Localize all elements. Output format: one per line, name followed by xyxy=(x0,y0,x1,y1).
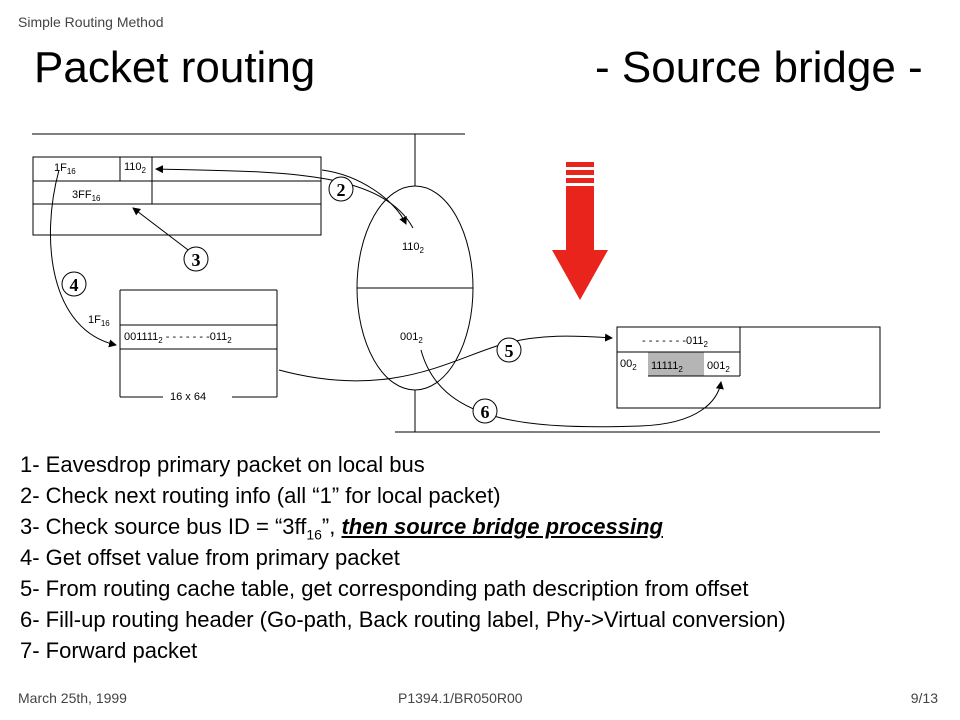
step-1: 1- Eavesdrop primary packet on local bus xyxy=(20,452,425,477)
arrow-step-2-in xyxy=(321,169,407,225)
arrow-step-3 xyxy=(132,207,197,257)
slide-subtitle: - Source bridge - xyxy=(595,43,923,92)
forward-arrow-icon xyxy=(552,162,608,300)
step-marker-6 xyxy=(472,398,498,424)
table3-left-label: 002 xyxy=(620,358,637,373)
step-7: 7- Forward packet xyxy=(20,638,198,663)
table3-cell-label: 111112 xyxy=(651,360,683,375)
table2-size-label: 16 x 64 xyxy=(170,391,207,403)
routing-table-1 xyxy=(32,156,322,236)
step-marker-6-label: 6 xyxy=(481,402,490,422)
bridge-bottom-label: 0012 xyxy=(400,331,423,346)
table2-side-label: 1F16 xyxy=(88,314,110,329)
slide-title: Packet routing xyxy=(34,43,316,92)
table2-row-value: 0011112 - - - - - - -0112 xyxy=(124,331,232,346)
step-marker-2-label: 2 xyxy=(337,180,346,200)
source-bridge-processing-emphasis: then source bridge processing xyxy=(341,514,663,539)
routing-header-table xyxy=(616,326,881,409)
step-marker-3-label: 3 xyxy=(192,250,201,270)
table1-label-1f: 1F16 xyxy=(54,162,76,177)
step-marker-5 xyxy=(496,337,522,363)
arrow-step-6 xyxy=(420,349,724,428)
bridge-portal xyxy=(356,185,474,391)
table3-row1-label: - - - - - - -0112 xyxy=(642,335,708,350)
step-marker-5-label: 5 xyxy=(505,341,514,361)
bridge-top-label: 1102 xyxy=(402,241,424,256)
step-marker-4-label: 4 xyxy=(70,275,79,295)
table1-label-3ff: 3FF16 xyxy=(72,189,101,204)
routing-cache-table xyxy=(119,289,278,398)
footer-page-number: 9/13 xyxy=(910,690,938,706)
arrow-step-5 xyxy=(278,333,613,382)
footer-document-id: P1394.1/BR050R00 xyxy=(398,690,523,706)
table1-label-110: 1102 xyxy=(124,161,146,176)
arrow-step-2 xyxy=(155,165,414,229)
step-5: 5- From routing cache table, get corresp… xyxy=(20,576,749,601)
step-marker-4 xyxy=(61,271,87,297)
section-header: Simple Routing Method xyxy=(18,14,164,30)
step-marker-3 xyxy=(183,246,209,272)
step-marker-2 xyxy=(328,176,354,202)
table3-right-label: 0012 xyxy=(707,360,730,375)
step-4: 4- Get offset value from primary packet xyxy=(20,545,400,570)
step-3: 3- Check source bus ID = “3ff16”, then s… xyxy=(20,514,663,543)
footer-date: March 25th, 1999 xyxy=(18,690,127,706)
arrow-step-4 xyxy=(50,169,117,348)
step-6: 6- Fill-up routing header (Go-path, Back… xyxy=(20,607,786,632)
step-2: 2- Check next routing info (all “1” for … xyxy=(20,483,501,508)
